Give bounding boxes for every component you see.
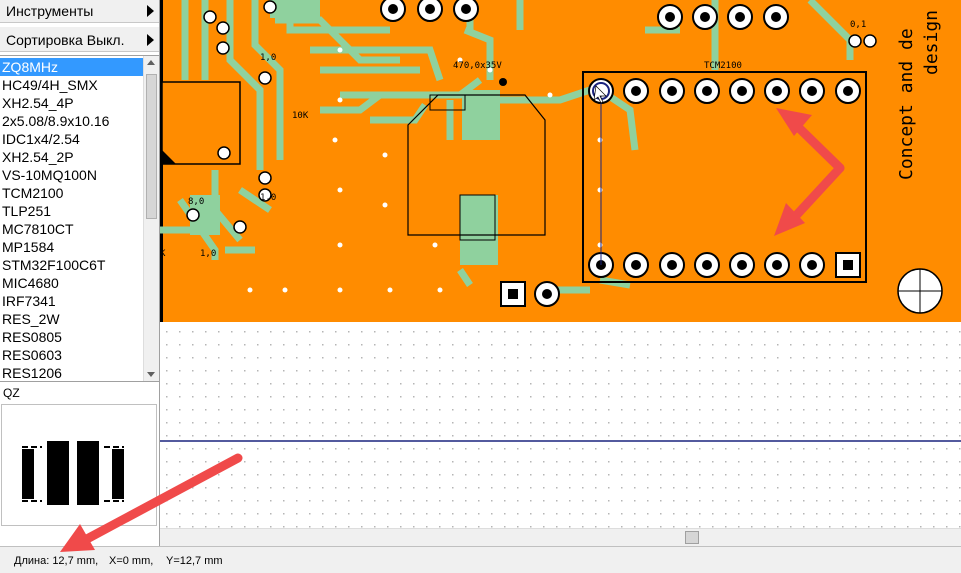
tcm2100-outline [582,71,867,283]
component-list-item[interactable]: VS-10MQ100N [2,167,97,183]
component-list-item[interactable]: IDC1x4/2.54 [2,131,80,147]
length-readout: Длина: 12,7 mm, [14,555,99,567]
capacitor-pad [462,90,500,140]
submenu-arrow-icon [147,5,154,17]
tools-menu[interactable]: Инструменты [0,0,159,23]
component-value: K [160,249,166,259]
chip-label: TCM2100 [704,61,742,71]
sort-menu[interactable]: Сортировка Выкл. [0,27,159,52]
component-list-item[interactable]: IRF7341 [2,293,56,309]
component-list-scrollbar[interactable] [143,56,159,381]
silk-text-line1: Concept and de [896,28,917,180]
polarity-dot [499,78,507,86]
mouse-cursor-icon [593,85,607,104]
workspace-grid [160,330,961,530]
connector-pads [500,281,560,307]
component-list-item[interactable]: MIC4680 [2,275,59,291]
cap-silk [459,194,496,241]
component-list-item[interactable]: XH2.54_4P [2,95,74,111]
resistor-label: 10K [292,111,309,121]
preview-label: QZ [3,386,20,400]
component-list-item[interactable]: 2x5.08/8.9x10.16 [2,113,110,129]
component-list-item[interactable]: STM32F100C6T [2,257,106,273]
component-value: 1,0 [260,53,276,63]
component-list-item[interactable]: RES0805 [2,329,62,345]
pin1-marker [162,150,176,164]
component-list-item[interactable]: ZQ8MHz [0,58,144,76]
component-list-item[interactable]: TLP251 [2,203,52,219]
y-coordinate-readout: Y=12,7 mm [166,555,223,567]
sort-menu-label: Сортировка Выкл. [6,32,125,48]
component-list-item[interactable]: MP1584 [2,239,55,255]
capacitor-pad [460,195,498,265]
status-bar: Длина: 12,7 mm, X=0 mm, Y=12,7 mm [0,546,961,573]
component-value: 1,0 [260,193,276,203]
component-value: 0,1 [850,20,866,30]
component-list-item[interactable]: HC49/4H_SMX [2,77,98,93]
pcb-canvas[interactable]: 470,0x35V TCM2100 10K 1,0 1,0 0,1 8,0 K … [160,0,961,546]
scroll-down-icon[interactable] [147,372,155,377]
canvas-horizontal-scrollbar[interactable] [160,528,961,546]
pad-hole [542,289,552,299]
scroll-up-icon[interactable] [147,60,155,65]
tools-menu-label: Инструменты [6,3,94,19]
small-pads [186,0,877,234]
capacitor-value-label: 470,0x35V [453,61,502,71]
scrollbar-thumb[interactable] [685,531,699,544]
crystal-footprint-icon [22,441,124,505]
x-coordinate-readout: X=0 mm, [109,555,154,567]
tcm2100-holes [596,86,853,270]
capacitor-outline [407,94,546,236]
component-value: 1,0 [200,249,216,259]
silk-text-line2: design [921,10,942,75]
component-list-item[interactable]: RES0603 [2,347,62,363]
footprint-preview [1,404,157,526]
component-list-item[interactable]: RES_2W [2,311,60,327]
component-list-item[interactable]: TCM2100 [2,185,64,201]
pad-hole [508,289,518,299]
pad-holes [388,4,781,22]
submenu-arrow-icon [147,34,154,46]
component-value: 8,0 [188,197,204,207]
copper-pour [270,0,320,18]
component-list-item[interactable]: MC7810CT [2,221,74,237]
component-list-item[interactable]: RES1206 [2,365,62,381]
scrollbar-thumb[interactable] [146,74,157,219]
component-list-item[interactable]: XH2.54_2P [2,149,74,165]
